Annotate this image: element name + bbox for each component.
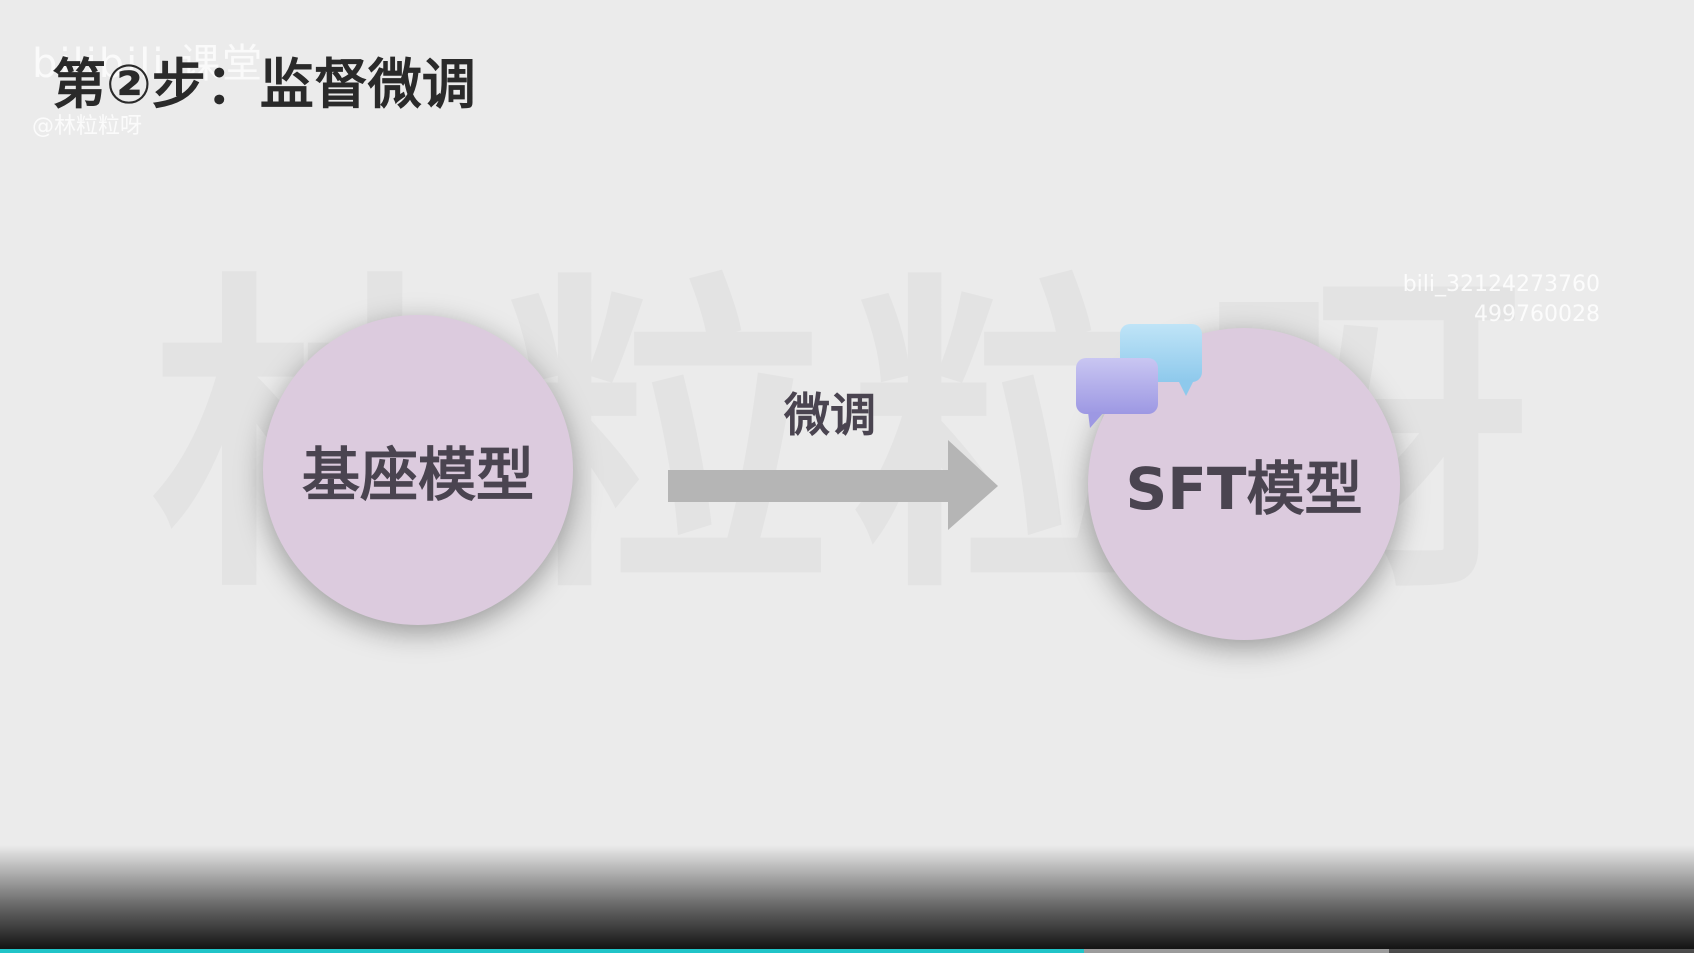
player-controls-shade [0,845,1694,953]
right-arrow-icon [668,440,998,530]
progress-bar[interactable] [0,949,1694,953]
slide-title: 第②步：监督微调 [52,53,476,116]
arrow-label: 微调 [784,388,876,442]
progress-played [0,949,1085,953]
uid-watermark-line1: bili_32124273760 [1402,272,1600,297]
platform-logo-watermark: bilibili 课堂 [32,41,265,87]
base-model-label: 基座模型 [301,441,534,509]
sft-model-label: SFT模型 [1125,455,1363,523]
chat-bubbles-icon [1076,324,1202,428]
uid-watermark-line2: 499760028 [1474,302,1600,327]
sft-model-node: SFT模型 [1088,328,1400,640]
uid-watermark: bili_32124273760 499760028 [1330,270,1600,330]
author-watermark: @林粒粒呀 [32,114,143,139]
base-model-node: 基座模型 [263,315,573,625]
